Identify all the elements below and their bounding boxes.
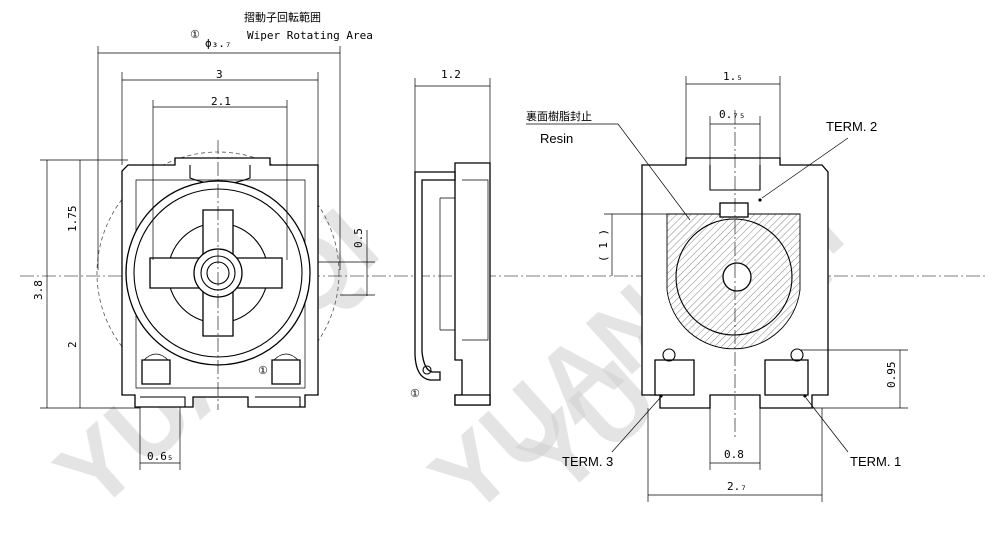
front-feet — [140, 396, 301, 407]
dim-text-2-7: 2.₇ — [727, 480, 747, 493]
term2-leader — [761, 137, 849, 199]
rotating-area-jp: 摺動子回転範囲 — [244, 10, 321, 24]
dim-text-0-95: 0.95 — [885, 362, 898, 389]
term2-label: TERM. 2 — [826, 119, 877, 134]
front-terminal-left — [141, 359, 171, 385]
front-terminal-right-arc — [273, 353, 299, 361]
side-view: 1.2 ① — [410, 68, 491, 406]
resin-label-jp: 裏面樹脂封止 — [526, 109, 592, 123]
dim-text-1-75: 1.75 — [66, 206, 79, 233]
term1-label: TERM. 1 — [850, 454, 901, 469]
side-lead-eye — [422, 365, 432, 375]
side-foot — [454, 394, 491, 406]
back-terminal-left-eye — [662, 348, 676, 362]
side-inner-line — [462, 179, 489, 341]
dim-text-0-75: 0.₇₅ — [719, 108, 746, 121]
circle-note-bottom: ① — [258, 364, 268, 377]
term3-label: TERM. 3 — [562, 454, 613, 469]
front-view: 摺動子回転範囲 ① ϕ₃.₇ Wiper Rotating Area 3 2.1… — [32, 10, 375, 470]
dim-text-2-1: 2.1 — [211, 95, 231, 108]
front-terminal-left-arc — [143, 353, 169, 361]
front-inner-frame — [135, 179, 306, 389]
term1-leader — [805, 397, 849, 453]
back-terminal-right — [764, 359, 809, 396]
side-circle-note: ① — [410, 387, 420, 400]
resin-leader — [617, 123, 691, 221]
back-rotor-circle — [675, 218, 793, 336]
back-view: 裏面樹脂封止 Resin 1.₅ 0.₇₅ TERM. 2 ( 1 ) 0.95… — [526, 70, 908, 502]
back-term2-pad — [719, 202, 749, 218]
dim-text-2: 2 — [66, 341, 79, 348]
side-body-outline — [454, 162, 491, 406]
dim-text-0-8: 0.8 — [724, 448, 744, 461]
dim-text-3-8: 3.8 — [32, 280, 45, 300]
term1-dot — [803, 394, 807, 398]
back-terminal-right-eye — [790, 348, 804, 362]
side-wiper — [439, 197, 455, 331]
circle-note-1: ① — [190, 28, 200, 41]
back-terminal-left — [654, 359, 695, 396]
dim-text-1-5: 1.₅ — [723, 70, 743, 83]
term2-dot — [758, 198, 762, 202]
back-center-hole — [722, 262, 752, 292]
dim-text-3: 3 — [216, 68, 223, 81]
rotating-area-en: Wiper Rotating Area — [247, 29, 373, 42]
dim-text-0-5: 0.5 — [352, 228, 365, 248]
resin-label-en: Resin — [540, 131, 573, 146]
diameter-label: ϕ₃.₇ — [205, 37, 232, 50]
term3-dot — [659, 394, 663, 398]
dim-text-1: ( 1 ) — [597, 229, 610, 262]
dim-text-0-65: 0.6₅ — [147, 450, 174, 463]
dim-text-1-2: 1.2 — [441, 68, 461, 81]
side-terminal-lead — [414, 171, 456, 381]
term3-leader — [611, 397, 661, 453]
front-terminal-right — [271, 359, 301, 385]
